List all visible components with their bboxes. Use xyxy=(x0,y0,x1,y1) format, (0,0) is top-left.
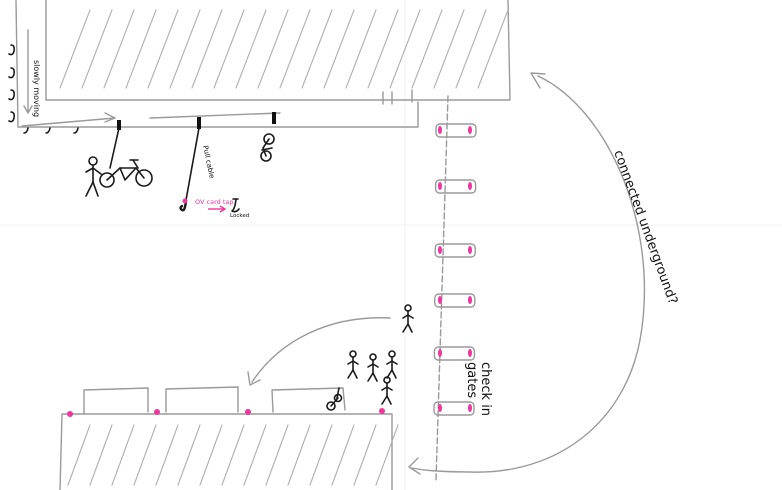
arrow-icon xyxy=(531,73,545,88)
locked-label: Locked xyxy=(230,213,249,219)
hatch-line xyxy=(368,10,398,88)
ov-card-tap-label: OV card tap xyxy=(195,198,233,206)
cable-conveyor xyxy=(9,0,418,133)
gate-icon xyxy=(435,244,475,257)
hatch-line xyxy=(302,10,332,88)
hanging-bicycle xyxy=(261,112,276,161)
hatch-line xyxy=(104,10,134,88)
hook-icon xyxy=(46,128,50,133)
top-building xyxy=(46,0,510,100)
hatch-line xyxy=(376,425,398,485)
slowly-moving-label: slowly moving xyxy=(32,60,41,117)
hook-icon xyxy=(9,45,14,55)
hatch-line xyxy=(222,425,244,485)
hatch-line xyxy=(324,10,354,88)
hook-icon xyxy=(24,128,28,133)
hatch-line xyxy=(266,425,288,485)
person-icon xyxy=(348,351,358,378)
arrow-icon xyxy=(409,458,420,474)
hatch-line xyxy=(434,10,464,88)
hatch-line xyxy=(332,425,354,485)
pedestrian-crowd xyxy=(348,305,413,404)
hatch-line xyxy=(60,10,90,88)
hatch-line xyxy=(288,425,310,485)
check-in-gates xyxy=(434,96,476,480)
check-in-gates-label: check in gates xyxy=(464,362,493,420)
hatch-line xyxy=(192,10,222,88)
hatch-line xyxy=(126,10,156,88)
hatch-line xyxy=(68,425,90,485)
hatch-line xyxy=(236,10,266,88)
bicycle-icon xyxy=(327,388,342,410)
hatch-line xyxy=(134,425,156,485)
hatch-line xyxy=(478,10,508,88)
hatch-line xyxy=(178,425,200,485)
hatch-line xyxy=(456,10,486,88)
hatch-line xyxy=(280,10,310,88)
gate-icon xyxy=(434,402,474,415)
pedestrian-flow-arrow xyxy=(248,318,390,385)
hatch-line xyxy=(244,425,266,485)
gate-icon xyxy=(436,124,476,137)
hatch-line xyxy=(200,425,222,485)
person-icon xyxy=(368,354,378,381)
bicycle-icon xyxy=(261,134,274,161)
hook-icon xyxy=(9,112,14,122)
person-icon xyxy=(382,377,392,404)
underground-arrow xyxy=(409,73,644,474)
hatch-line xyxy=(82,10,112,88)
hook-icon xyxy=(74,128,78,133)
hatch-line xyxy=(412,10,442,88)
hatch-line xyxy=(310,425,332,485)
pull-cable-label: Pull cable xyxy=(201,145,216,179)
hatch-line xyxy=(354,425,376,485)
hatch-line xyxy=(346,10,376,88)
hatch-line xyxy=(214,10,244,88)
hatch-line xyxy=(90,425,112,485)
hatch-line xyxy=(156,425,178,485)
cyclist-group xyxy=(86,120,152,196)
bicycle-icon xyxy=(100,160,152,187)
hatch-line xyxy=(170,10,200,88)
hatch-line xyxy=(148,10,178,88)
hook-icon xyxy=(9,68,14,78)
gate-icon xyxy=(436,180,476,193)
connected-underground-label: connected underground? xyxy=(610,148,680,306)
person-icon xyxy=(86,157,101,196)
bottom-building xyxy=(60,387,398,490)
hatch-line xyxy=(258,10,288,88)
person-icon xyxy=(387,351,397,378)
hook-icon xyxy=(9,90,14,100)
hatch-line xyxy=(112,425,134,485)
